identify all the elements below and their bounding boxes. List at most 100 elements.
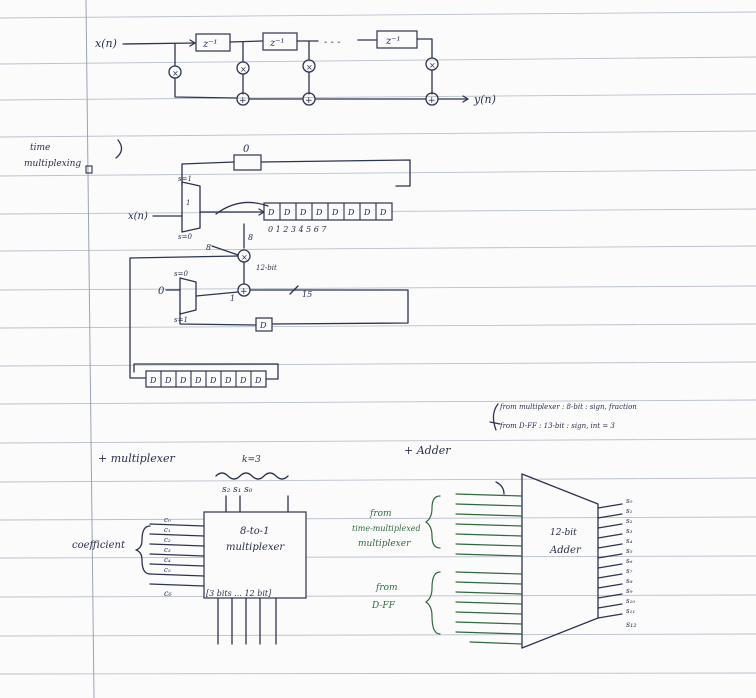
mux-input-4: c₄: [164, 556, 171, 564]
mux-input-2: c₂: [164, 536, 171, 544]
adder-out-3: s₃: [626, 527, 633, 535]
mux-section-title: + multiplexer: [98, 452, 175, 465]
fir-output-label: y(n): [473, 93, 496, 106]
adder-out-0: s₀: [626, 497, 633, 505]
from-dff-label-2: D-FF: [371, 601, 396, 611]
zero-top-label: 0: [243, 144, 250, 155]
mult-sym-1: ×: [240, 65, 247, 74]
coef-bits-label: 8: [206, 243, 211, 252]
from-mult-label-1: from: [369, 509, 392, 519]
adder-note-1: from multiplexer : 8-bit : sign, fractio…: [499, 403, 637, 411]
mac-input-label: x(n): [128, 211, 148, 222]
coef-cell-7: D: [254, 376, 262, 385]
eight-to-one-mux: [204, 512, 306, 598]
mux-width-label: k=3: [242, 455, 261, 465]
adder-label-1: 12-bit: [550, 528, 577, 538]
reg-cell-4: D: [331, 208, 339, 217]
adder-out-9: s₉: [626, 587, 633, 595]
coef-cell-0: D: [149, 376, 157, 385]
adder-out-1: s₁: [626, 507, 633, 515]
mux-input-6: c₆: [164, 589, 172, 598]
adder-section-title: + Adder: [404, 444, 451, 457]
adder-out-11: s₁₁: [626, 607, 635, 615]
mux-input-1: c₁: [164, 526, 171, 534]
mux-input-3: c₃: [164, 546, 171, 554]
mux-bottom-label: [3 bits ... 12 bit]: [206, 589, 272, 598]
mux2-sel-top: s=0: [174, 270, 188, 278]
mux1-sel-top: s=1: [178, 175, 192, 183]
reg-cell-0: D: [267, 208, 275, 217]
adder-sym-n: +: [428, 96, 436, 106]
mux-input-5: c₅: [164, 566, 171, 574]
zero-reg: [234, 155, 261, 170]
adder-inputs-lower: [456, 572, 522, 644]
zero-left-label: 0: [158, 286, 165, 297]
coef-cell-4: D: [209, 376, 217, 385]
mux-label-1: 8-to-1: [240, 526, 270, 537]
mux-label-2: multiplexer: [226, 542, 285, 553]
delay-label-n: z⁻¹: [385, 36, 401, 47]
from-dff-label-1: from: [375, 583, 398, 593]
reg-index: 0 1 2 3 4 5 6 7: [268, 225, 327, 234]
reg-cell-5: D: [347, 208, 355, 217]
delay-ellipsis: - - -: [324, 37, 341, 48]
mux-coefficient-inputs: c₀ c₁ c₂ c₃ c₄ c₅ c₆: [150, 516, 204, 598]
tm-note-line1: time: [30, 143, 50, 153]
adder-sym-2: +: [305, 96, 313, 106]
reg-cell-6: D: [363, 208, 371, 217]
adder-note-2: from D-FF : 13-bit : sign, int = 3: [499, 422, 615, 430]
adder-sym-1: +: [239, 96, 247, 106]
mux2-sel-bottom: s=1: [174, 316, 188, 324]
coef-cell-6: D: [239, 376, 247, 385]
mult-sym-n: ×: [429, 61, 436, 70]
from-mult-label-3: multiplexer: [358, 539, 411, 549]
time-multiplexed-diagram: time multiplexing 0 s=1 s=0 1 x(n) D D: [24, 140, 410, 387]
delay-label-1: z⁻¹: [202, 39, 218, 50]
mac-mult-sym: ×: [241, 253, 248, 262]
mux-input-0: c₀: [164, 516, 171, 524]
mac-adder-sym: +: [240, 287, 248, 297]
fir-input-label: x(n): [95, 37, 117, 50]
acc-register-label: D: [259, 321, 267, 330]
adder-out-5: s₅: [626, 547, 633, 555]
adder-label-2: Adder: [549, 545, 582, 556]
adder-out-12: s₁₂: [626, 620, 637, 629]
coef-cell-5: D: [224, 376, 232, 385]
accumulator-mux: [180, 278, 196, 314]
coef-cell-2: D: [179, 376, 187, 385]
adder-outputs: s₀ s₁ s₂ s₃ s₄ s₅ s₆ s₇ s₈ s₉ s₁₀ s₁₁ s₁…: [598, 497, 637, 629]
adder-out-8: s₈: [626, 577, 633, 585]
mult-sym-0: ×: [172, 69, 179, 78]
from-mult-label-2: time-multiplexed: [352, 524, 421, 533]
coef-cell-1: D: [164, 376, 172, 385]
sample-shift-register: D D D D D D D D 0 1 2 3 4 5 6 7: [264, 203, 392, 234]
adder-out-4: s₄: [626, 537, 633, 545]
reg-cell-3: D: [315, 208, 323, 217]
mult-bits-label: 8: [248, 233, 253, 242]
mux1-one: 1: [186, 199, 190, 207]
mult-width-label: 12-bit: [256, 264, 277, 272]
adder-out-7: s₇: [626, 567, 633, 575]
reg-cell-1: D: [283, 208, 291, 217]
reg-cell-7: D: [379, 208, 387, 217]
reg-cell-2: D: [299, 208, 307, 217]
acc-width-label: 15: [302, 290, 312, 299]
coefficient-label: coefficient: [72, 540, 126, 551]
mux1-sel-bottom: s=0: [178, 233, 192, 241]
twelve-bit-adder: [522, 474, 598, 648]
adder-inputs-upper: [456, 494, 522, 556]
tm-note-line2: multiplexing: [24, 159, 81, 169]
mux-select-bits: s₂ s₁ s₀: [222, 485, 253, 495]
adder-out-6: s₆: [626, 557, 633, 565]
fir-filter-diagram: x(n) z⁻¹ z⁻¹ - - - z⁻¹ × × × ×: [95, 31, 496, 106]
delay-label-2: z⁻¹: [269, 38, 285, 49]
mult-sym-2: ×: [306, 63, 313, 72]
adder-out-2: s₂: [626, 517, 633, 525]
adder-out-10: s₁₀: [626, 597, 635, 605]
mux2-one: 1: [230, 294, 235, 303]
input-mux: [182, 182, 200, 232]
coef-cell-3: D: [194, 376, 202, 385]
